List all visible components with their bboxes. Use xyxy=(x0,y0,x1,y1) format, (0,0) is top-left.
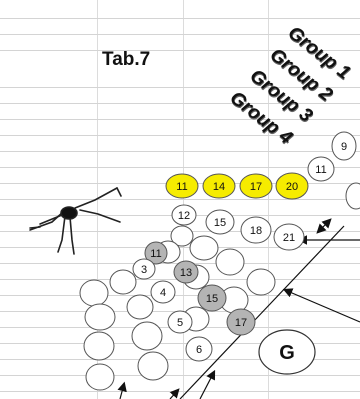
seat xyxy=(345,182,360,210)
seat-grey xyxy=(197,284,227,312)
grid-line xyxy=(0,359,360,360)
seat xyxy=(85,363,115,391)
seat xyxy=(126,294,154,320)
seat xyxy=(171,204,197,226)
grid-line xyxy=(0,151,360,152)
arrow-icon xyxy=(282,288,360,323)
seat xyxy=(83,331,115,361)
seat xyxy=(240,216,272,244)
seat-number: 18 xyxy=(250,225,262,237)
gymnast-figure-icon xyxy=(29,187,122,255)
seat xyxy=(189,235,219,261)
seat xyxy=(331,131,357,161)
seat-number: 4 xyxy=(160,287,166,299)
seat xyxy=(132,258,156,280)
seat-number: 17 xyxy=(250,181,262,193)
seat-number: 13 xyxy=(180,267,192,279)
seat xyxy=(273,223,305,251)
g-marker-label: G xyxy=(279,342,295,364)
seat-number: 11 xyxy=(176,181,187,193)
seat xyxy=(167,310,193,334)
seat xyxy=(205,209,235,235)
grid-line xyxy=(0,375,360,376)
seat xyxy=(79,279,109,307)
arrow-lines xyxy=(117,218,360,399)
grid-line xyxy=(0,34,360,35)
seat xyxy=(150,280,176,304)
seat-number: 11 xyxy=(315,164,326,176)
seat xyxy=(109,269,137,295)
seat-number: 15 xyxy=(214,217,226,229)
grid-line xyxy=(0,103,360,104)
yellow-seats xyxy=(165,172,309,200)
seat-highlight xyxy=(239,173,273,199)
grid-line xyxy=(0,343,360,344)
grid-line xyxy=(0,18,360,19)
seat xyxy=(185,336,213,362)
grey-seats xyxy=(144,241,256,336)
grid-line xyxy=(0,87,360,88)
seat xyxy=(170,225,194,247)
seat-highlight xyxy=(202,173,236,199)
page-title: Tab.7 xyxy=(102,49,151,70)
grid-line xyxy=(0,247,360,248)
grid-line xyxy=(0,295,360,296)
grid-line xyxy=(0,167,360,168)
seat-grey xyxy=(226,308,256,336)
seat xyxy=(137,351,169,381)
seat-number: 20 xyxy=(286,181,298,193)
grid-line xyxy=(0,391,360,392)
seat-number: 17 xyxy=(235,317,247,329)
seat xyxy=(246,268,276,296)
seat-number: 12 xyxy=(178,210,190,222)
seat-number: 14 xyxy=(213,181,225,193)
double-arrow-icon xyxy=(316,218,332,234)
seat-highlight xyxy=(165,173,199,199)
arrow-icon xyxy=(169,388,180,399)
grid-line xyxy=(0,50,360,51)
white-numbered-seats xyxy=(132,131,357,362)
empty-seats xyxy=(79,182,360,391)
seat-number: 3 xyxy=(141,264,147,276)
seat-grey xyxy=(173,260,199,284)
seat-number: 9 xyxy=(341,141,347,153)
grid-line xyxy=(0,135,360,136)
seat-number: 11 xyxy=(150,248,161,260)
arrow-icon xyxy=(199,369,216,399)
g-marker xyxy=(258,329,316,375)
arrow-icon xyxy=(117,381,127,399)
seat xyxy=(84,303,116,331)
seat-number: 6 xyxy=(196,344,202,356)
seat xyxy=(215,248,245,276)
grid-line xyxy=(0,119,360,120)
seat xyxy=(307,156,335,182)
seat-highlight xyxy=(275,172,309,200)
seat-number: 5 xyxy=(177,317,183,329)
seat xyxy=(131,321,163,351)
seat-number: 15 xyxy=(206,293,218,305)
seat-number: 21 xyxy=(283,232,295,244)
seat-grey xyxy=(144,241,168,265)
grid-line xyxy=(0,199,360,200)
seat-numbers: 11 14 17 20 9 11 12 15 18 21 11 13 15 17… xyxy=(141,141,347,364)
